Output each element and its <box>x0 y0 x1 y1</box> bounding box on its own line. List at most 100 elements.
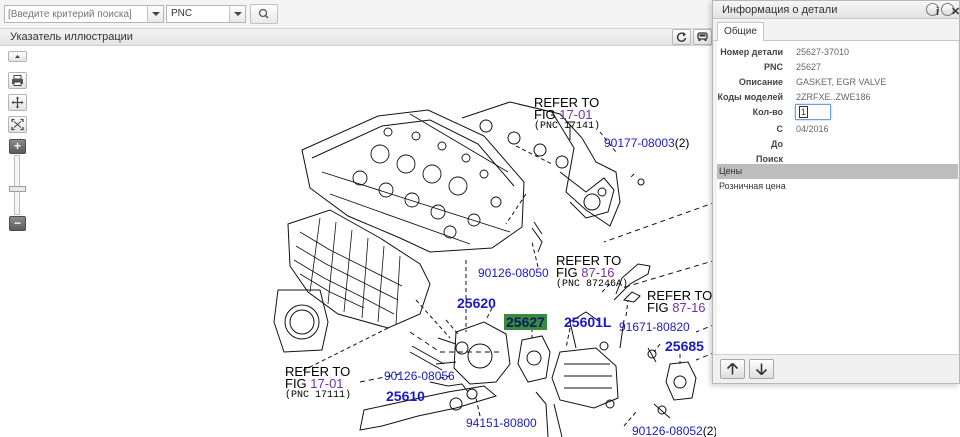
search-label: Поиск <box>755 154 783 164</box>
move-arrows-icon <box>11 96 24 109</box>
field-model-codes: Коды моделей 2ZRFXE..ZWE186 <box>717 90 958 105</box>
chevron-up-icon <box>15 55 20 58</box>
part-number-label: Номер детали <box>720 47 783 57</box>
search-button[interactable] <box>250 4 278 24</box>
refresh-icon <box>676 32 687 42</box>
illustration-pane-title: Указатель иллюстрации <box>10 31 133 43</box>
search-type-value: PNC <box>171 8 193 19</box>
vehicle-button[interactable] <box>693 29 712 45</box>
fig-prefix: FIG <box>534 107 560 122</box>
pnc-ref: (PNC 87246A) <box>556 279 629 290</box>
from-date-label: С <box>776 124 784 134</box>
description-value: GASKET, EGR VALVE <box>796 77 887 87</box>
engine-line-drawing <box>273 101 716 437</box>
pnc-label: PNC <box>763 62 783 72</box>
zoom-in-button[interactable]: + <box>9 139 26 154</box>
field-search: Поиск <box>717 152 958 167</box>
minus-icon: − <box>13 216 21 230</box>
pan-button[interactable] <box>8 94 27 111</box>
fig-link[interactable]: 17-01 <box>559 107 593 122</box>
arrow-up-icon <box>726 362 739 375</box>
part-label-25620[interactable]: 25620 <box>457 295 496 311</box>
arrow-down-icon <box>755 363 768 376</box>
field-quantity: Кол-во 1 <box>717 104 958 121</box>
pnc-ref: (PNC 17111) <box>285 390 352 401</box>
refer-label: REFER TO <box>534 95 600 110</box>
field-to-date: До <box>717 137 958 152</box>
details-tabstrip: Общие <box>713 19 959 42</box>
refer-fig-line: FIG 87-16 <box>647 300 712 315</box>
close-icon: ✕ <box>951 6 960 18</box>
zoom-slider-track[interactable] <box>14 155 20 215</box>
refer-label: REFER TO <box>556 253 622 268</box>
tab-general[interactable]: Общие <box>717 22 764 42</box>
part-label-25627-selected[interactable]: 25627 <box>504 314 547 330</box>
search-input[interactable] <box>5 6 147 22</box>
refer-callout-17141[interactable]: REFER TO FIG 17-01 (PNC 17141) <box>534 95 601 133</box>
prices-section-header[interactable]: Цены <box>717 164 958 179</box>
quantity-input[interactable]: 1 <box>795 104 831 120</box>
part-label-94151-80800[interactable]: 94151-80800 <box>466 416 537 430</box>
part-label-25685[interactable]: 25685 <box>665 338 704 354</box>
refer-fig-line: FIG 17-01 <box>285 376 351 391</box>
refer-fig-line: FIG 87-16 <box>556 265 628 280</box>
part-label-90126-08056[interactable]: 90126-08056 <box>384 369 455 383</box>
search-combobox[interactable] <box>4 5 164 23</box>
parts-illustration[interactable]: REFER TO FIG 17-01 (PNC 17141) REFER TO … <box>270 52 716 437</box>
close-button[interactable]: ✕ <box>941 3 960 18</box>
search-history-dropdown-button[interactable] <box>147 6 163 22</box>
part-label-25610[interactable]: 25610 <box>386 388 425 404</box>
fit-screen-icon <box>11 118 24 131</box>
part-details-titlebar[interactable]: Информация о детали i ✕ <box>713 1 960 19</box>
refresh-button[interactable] <box>672 29 691 45</box>
part-details-window: Информация о детали i ✕ Общие Номер дета… <box>712 0 960 384</box>
to-date-label: До <box>770 139 783 149</box>
zoom-out-button[interactable]: − <box>9 216 26 231</box>
model-codes-value: 2ZRFXE..ZWE186 <box>796 92 871 102</box>
quantity-value: 1 <box>799 106 809 118</box>
fig-link[interactable]: 17-01 <box>310 376 344 391</box>
field-from-date: С 04/2016 <box>717 122 958 137</box>
part-number-value: 25627-37010 <box>796 47 850 57</box>
print-button[interactable] <box>8 72 27 89</box>
part-label-90126-08052[interactable]: 90126-08052(2) <box>632 424 716 437</box>
fig-prefix: FIG <box>556 265 582 280</box>
zoom-slider-thumb[interactable] <box>9 186 26 192</box>
field-pnc: PNC 25627 <box>717 60 958 75</box>
part-label-25601l[interactable]: 25601L <box>564 314 612 330</box>
refer-callout-87246a[interactable]: REFER TO FIG 87-16 (PNC 87246A) <box>556 253 629 291</box>
fit-to-window-button[interactable] <box>8 116 27 133</box>
description-label: Описание <box>738 77 783 87</box>
fig-link[interactable]: 87-16 <box>672 300 706 315</box>
from-date-value: 04/2016 <box>796 124 829 134</box>
pnc-ref: (PNC 17141) <box>534 121 601 132</box>
fig-prefix: FIG <box>285 376 311 391</box>
pnc-value: 25627 <box>796 62 822 72</box>
quantity-label: Кол-во <box>752 107 783 117</box>
info-icon: i <box>936 6 940 18</box>
printer-icon <box>12 75 23 86</box>
refer-label: REFER TO <box>647 288 713 303</box>
retail-price-row: Розничная цена <box>719 181 786 191</box>
collapse-tools-button[interactable] <box>8 51 27 62</box>
info-button[interactable]: i <box>926 3 940 18</box>
next-part-button[interactable] <box>749 359 774 379</box>
illustration-pane-header: Указатель иллюстрации <box>0 29 712 46</box>
fig-link[interactable]: 87-16 <box>581 265 615 280</box>
part-label-91671-80820[interactable]: 91671-80820 <box>619 320 690 334</box>
part-label-90177-08003[interactable]: 90177-08003(2) <box>604 136 690 150</box>
part-label-90126-08050[interactable]: 90126-08050 <box>478 266 549 280</box>
model-codes-label: Коды моделей <box>717 92 783 102</box>
details-footer <box>713 354 959 383</box>
previous-part-button[interactable] <box>720 359 745 379</box>
search-type-select[interactable]: PNC <box>166 5 246 23</box>
search-type-dropdown-button[interactable] <box>229 6 245 22</box>
refer-callout-87-16[interactable]: REFER TO FIG 87-16 <box>647 288 713 315</box>
refer-callout-17111[interactable]: REFER TO FIG 17-01 (PNC 17111) <box>285 364 352 402</box>
field-description: Описание GASKET, EGR VALVE <box>717 75 958 90</box>
details-panel: Номер детали 25627-37010 PNC 25627 Описа… <box>717 41 958 354</box>
refer-label: REFER TO <box>285 364 351 379</box>
fig-prefix: FIG <box>647 300 673 315</box>
field-part-number: Номер детали 25627-37010 <box>717 45 958 60</box>
part-details-title: Информация о детали <box>722 4 838 16</box>
